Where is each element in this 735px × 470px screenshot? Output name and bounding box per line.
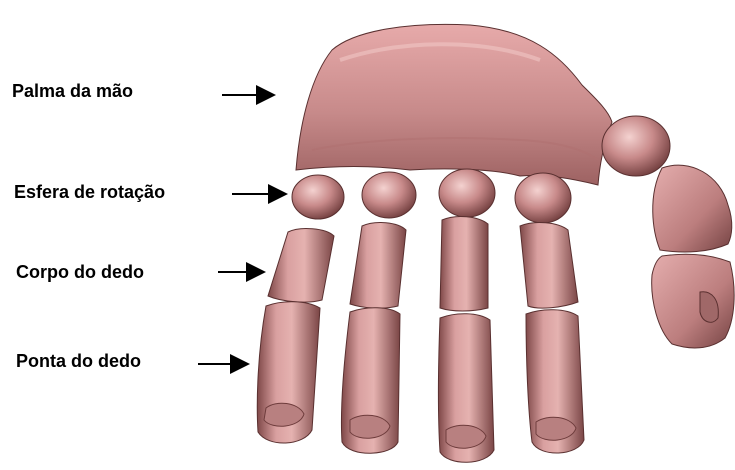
finger-body	[350, 223, 406, 309]
thumb-joint-sphere	[602, 116, 670, 176]
thumb-body	[653, 165, 732, 252]
finger-body	[268, 229, 334, 303]
rotation-spheres	[292, 169, 571, 223]
thumb-tip	[652, 254, 734, 348]
label-palm: Palma da mão	[12, 82, 133, 100]
finger-body	[520, 223, 578, 309]
finger-bodies	[268, 217, 578, 311]
finger-body	[440, 217, 488, 311]
rotation-sphere	[362, 172, 416, 218]
rotation-sphere	[439, 169, 495, 217]
rotation-sphere	[292, 175, 344, 219]
label-finger-body: Corpo do dedo	[16, 263, 144, 281]
palm	[296, 24, 612, 185]
thumb	[602, 116, 734, 348]
finger-tips	[257, 302, 584, 463]
rotation-sphere	[515, 173, 571, 223]
label-finger-tip: Ponta do dedo	[16, 352, 141, 370]
label-sphere: Esfera de rotação	[14, 183, 165, 201]
